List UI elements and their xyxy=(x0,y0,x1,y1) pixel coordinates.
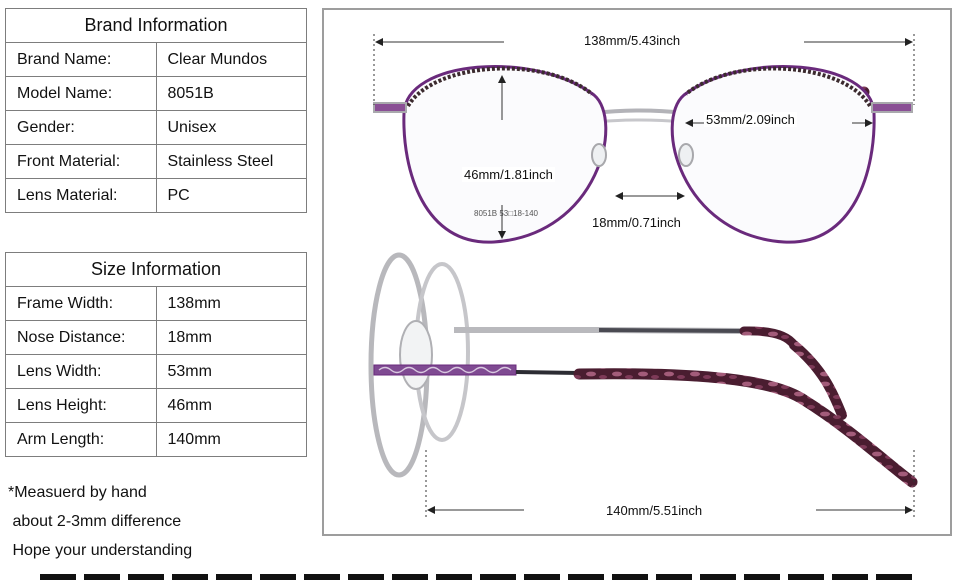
brand-info-table: Brand Information Brand Name:Clear Mundo… xyxy=(5,8,307,213)
gender-value: Unisex xyxy=(155,110,307,145)
arm-length-dimension: 140mm/5.51inch xyxy=(604,503,705,518)
front-material-label: Front Material: xyxy=(5,144,157,179)
brand-name-label: Brand Name: xyxy=(5,42,157,77)
front-view-glasses: 8051B 53□18-140 xyxy=(373,65,913,244)
model-name-label: Model Name: xyxy=(5,76,157,111)
brand-info-title: Brand Information xyxy=(5,8,307,43)
lens-width-dimension: 53mm/2.09inch xyxy=(704,112,797,127)
arm-length-label: Arm Length: xyxy=(5,422,157,457)
table-row: Frame Width:138mm xyxy=(5,286,307,321)
glasses-illustration: 8051B 53□18-140 xyxy=(368,34,918,520)
lens-width-value: 53mm xyxy=(155,354,307,389)
note-measured: *Measuerd by hand xyxy=(8,484,147,501)
table-row: Nose Distance:18mm xyxy=(5,320,307,355)
model-name-value: 8051B xyxy=(155,76,307,111)
nose-distance-label: Nose Distance: xyxy=(5,320,157,355)
nose-distance-value: 18mm xyxy=(155,320,307,355)
arm-length-value: 140mm xyxy=(155,422,307,457)
size-info-title: Size Information xyxy=(5,252,307,287)
frame-width-label: Frame Width: xyxy=(5,286,157,321)
table-row: Lens Width:53mm xyxy=(5,354,307,389)
lens-height-value: 46mm xyxy=(155,388,307,423)
table-row: Front Material:Stainless Steel xyxy=(5,144,307,179)
lens-material-value: PC xyxy=(155,178,307,213)
lens-width-label: Lens Width: xyxy=(5,354,157,389)
gender-label: Gender: xyxy=(5,110,157,145)
table-row: Arm Length:140mm xyxy=(5,422,307,457)
glasses-photo-panel: 8051B 53□18-140 xyxy=(322,8,952,536)
lens-height-dimension: 46mm/1.81inch xyxy=(462,167,555,182)
table-row: Brand Name:Clear Mundos xyxy=(5,42,307,77)
size-info-table: Size Information Frame Width:138mm Nose … xyxy=(5,252,307,457)
frame-width-dimension: 138mm/5.43inch xyxy=(582,33,683,48)
temple-print-text: 8051B 53□18-140 xyxy=(474,209,539,218)
table-row: Lens Height:46mm xyxy=(5,388,307,423)
bottom-divider xyxy=(40,574,920,580)
table-row: Lens Material:PC xyxy=(5,178,307,213)
frame-width-value: 138mm xyxy=(155,286,307,321)
front-material-value: Stainless Steel xyxy=(155,144,307,179)
lens-height-label: Lens Height: xyxy=(5,388,157,423)
side-view-glasses xyxy=(368,252,918,488)
lens-material-label: Lens Material: xyxy=(5,178,157,213)
dimension-guides xyxy=(373,34,915,520)
table-row: Model Name:8051B xyxy=(5,76,307,111)
brand-name-value: Clear Mundos xyxy=(155,42,307,77)
table-row: Gender:Unisex xyxy=(5,110,307,145)
nose-distance-dimension: 18mm/0.71inch xyxy=(590,215,683,230)
note-difference: about 2-3mm difference xyxy=(8,513,182,530)
note-understanding: Hope your understanding xyxy=(8,542,193,559)
